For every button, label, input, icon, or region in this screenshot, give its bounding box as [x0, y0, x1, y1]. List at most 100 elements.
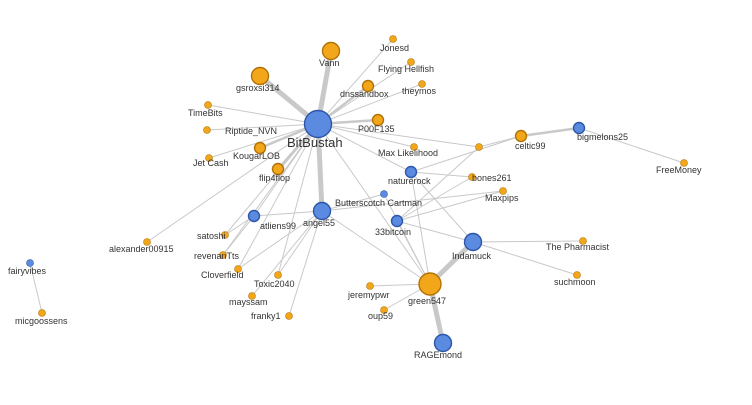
edge-angel55-to-franky1	[288, 210, 323, 317]
node-label-jeremypwr: jeremypwr	[347, 290, 390, 300]
edge-bitbustah-to-riptide-nvn	[206, 123, 319, 131]
node-cloverfield[interactable]	[234, 265, 242, 273]
node-green547[interactable]	[418, 272, 442, 296]
node-label-max-likelihood: Max Likelihood	[378, 148, 438, 158]
edge-bigmelons25-to-celtic99	[520, 126, 580, 138]
node-label-naturerock: naturerock	[388, 176, 431, 186]
node-label-jonesd: Jonesd	[380, 43, 409, 53]
edge-bigmelons25-to-freemoney	[578, 127, 685, 164]
node-label-theymos: theymos	[402, 86, 437, 96]
node-label-micgoossens: micgoossens	[15, 316, 68, 326]
node-vann[interactable]	[321, 41, 341, 61]
edge-bitbustah-to-angel55	[315, 123, 325, 212]
edge-indamuck-to-33bitcoin	[396, 220, 474, 243]
edge-bitbustah-to-green547	[317, 123, 431, 285]
node-label-jet-cash: Jet Cash	[193, 158, 229, 168]
node-label-33bitcoin: 33bitcoin	[375, 227, 411, 237]
edge-bitbustah-to-hub-unlabeled	[317, 123, 480, 148]
node-mayssam[interactable]	[248, 292, 256, 300]
node-label-ragemond: RAGEmond	[414, 350, 462, 360]
node-label-riptide-nvn: Riptide_NVN	[225, 126, 277, 136]
node-label-franky1: franky1	[251, 311, 281, 321]
edge-bitbustah-to-alexander00915	[146, 123, 319, 243]
edge-naturerock-to-indamuck	[410, 171, 474, 243]
node-hub-unlabeled[interactable]	[475, 143, 483, 151]
node-33bitcoin[interactable]	[390, 214, 404, 228]
node-revenantts[interactable]	[219, 251, 227, 259]
edge-bitbustah-to-max-likelihood	[317, 123, 415, 148]
node-max-likelihood[interactable]	[410, 143, 418, 151]
node-dnssandbox[interactable]	[361, 79, 375, 93]
node-indamuck[interactable]	[463, 232, 483, 252]
node-jet-cash[interactable]	[205, 154, 213, 162]
node-label-oup59: oup59	[368, 311, 393, 321]
node-label-mayssam: mayssam	[229, 297, 268, 307]
node-freemoney[interactable]	[680, 159, 688, 167]
node-fairyvibes[interactable]	[26, 259, 34, 267]
node-oup59[interactable]	[380, 306, 388, 314]
node-angel55[interactable]	[312, 201, 332, 221]
node-label-bones261: bones261	[472, 173, 512, 183]
node-flying-hellfish[interactable]	[407, 58, 415, 66]
node-label-vann: Vann	[319, 58, 339, 68]
node-franky1[interactable]	[285, 312, 293, 320]
node-micgoossens[interactable]	[38, 309, 46, 317]
node-alexander00915[interactable]	[143, 238, 151, 246]
node-label-fairyvibes: fairyvibes	[8, 266, 47, 276]
node-layer	[26, 35, 688, 353]
node-bigmelons25[interactable]	[572, 121, 586, 135]
node-label-green547: green547	[408, 296, 446, 306]
node-jonesd[interactable]	[389, 35, 397, 43]
node-timebits[interactable]	[204, 101, 212, 109]
node-label-alexander00915: alexander00915	[109, 244, 174, 254]
node-label-toxic2040: Toxic2040	[254, 279, 295, 289]
node-label-gsroxsi314: gsroxsi314	[236, 83, 280, 93]
node-theymos[interactable]	[418, 80, 426, 88]
node-label-maxpips: Maxpips	[485, 193, 519, 203]
node-butterscotch-cartman[interactable]	[380, 190, 388, 198]
edge-indamuck-to-the-pharmacist	[472, 240, 584, 243]
node-gsroxsi314[interactable]	[250, 66, 270, 86]
node-naturerock[interactable]	[404, 165, 418, 179]
node-label-butterscotch-cartman: Butterscotch Cartman	[335, 198, 422, 208]
edge-angel55-to-atliens99	[253, 210, 323, 217]
edge-fairyvibes-to-micgoossens	[29, 262, 43, 314]
node-toxic2040[interactable]	[274, 271, 282, 279]
node-the-pharmacist[interactable]	[579, 237, 587, 245]
edge-butterscotch-cartman-to-green547	[383, 193, 431, 285]
node-p00f135[interactable]	[371, 113, 385, 127]
node-maxpips[interactable]	[499, 187, 507, 195]
node-jeremypwr[interactable]	[366, 282, 374, 290]
node-ragemond[interactable]	[433, 333, 453, 353]
node-label-flip4flop: flip4flop	[259, 173, 290, 183]
edge-indamuck-to-suchmoon	[472, 241, 578, 276]
node-atliens99[interactable]	[247, 209, 261, 223]
node-bones261[interactable]	[468, 173, 476, 181]
edge-angel55-to-toxic2040	[277, 210, 323, 276]
edge-butterscotch-cartman-to-angel55	[321, 193, 385, 212]
node-label-dnssandbox: dnssandbox	[340, 89, 389, 99]
edge-33bitcoin-to-maxpips	[396, 190, 504, 222]
node-kougarlob[interactable]	[253, 141, 267, 155]
node-label-celtic99: celtic99	[515, 141, 546, 151]
node-bitbustah[interactable]	[303, 109, 333, 139]
edge-naturerock-to-celtic99	[410, 135, 522, 173]
edge-bitbustah-to-satoshi	[224, 123, 319, 236]
edge-angel55-to-mayssam	[251, 210, 323, 297]
node-celtic99[interactable]	[514, 129, 528, 143]
node-suchmoon[interactable]	[573, 271, 581, 279]
node-riptide-nvn[interactable]	[203, 126, 211, 134]
node-label-atliens99: atliens99	[260, 221, 296, 231]
node-label-angel55: angel55	[303, 218, 335, 228]
edge-angel55-to-maxpips	[321, 190, 504, 212]
edge-bitbustah-to-naturerock	[317, 123, 412, 173]
node-label-bigmelons25: bigmelons25	[577, 132, 628, 142]
edge-bitbustah-to-cloverfield	[237, 123, 319, 270]
edge-hub-unlabeled-to-33bitcoin	[396, 146, 480, 222]
node-flip4flop[interactable]	[271, 162, 285, 176]
node-label-satoshi: satoshi	[197, 231, 226, 241]
node-satoshi[interactable]	[221, 231, 229, 239]
node-label-indamuck: Indamuck	[452, 251, 492, 261]
